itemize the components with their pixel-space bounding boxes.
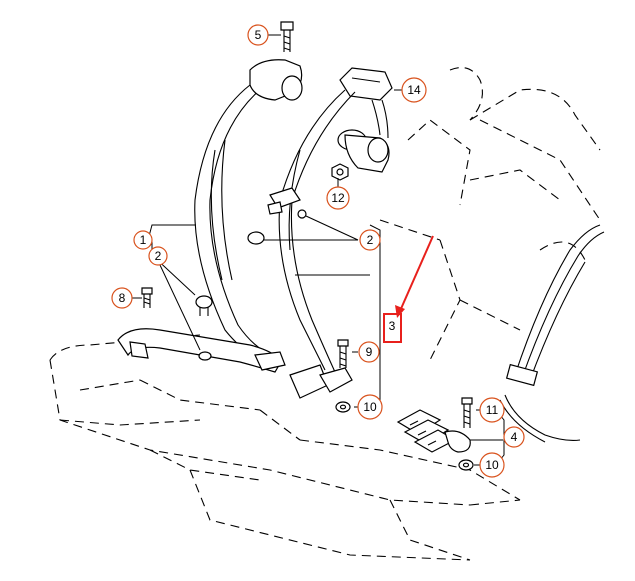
callout-14-label: 14 <box>407 83 421 97</box>
outer-seat-belt-right <box>499 224 605 443</box>
callout-4-label: 4 <box>511 430 518 444</box>
highlight-arrow <box>395 235 434 318</box>
callout-4: 4 <box>503 426 525 448</box>
callout-1-label: 1 <box>140 233 147 247</box>
three-point-belt-left <box>117 59 303 373</box>
callout-14: 14 <box>401 77 427 103</box>
callout-2-left-label: 2 <box>155 249 162 263</box>
callout-2-right-label: 2 <box>367 233 374 247</box>
callout-1: 1 <box>133 230 153 250</box>
callout-2-right: 2 <box>359 229 381 251</box>
callout-10-lower-label: 10 <box>485 458 499 472</box>
callout-10-upper-label: 10 <box>363 400 377 414</box>
centre-belt-assembly <box>267 67 393 399</box>
callout-2-left: 2 <box>148 246 168 266</box>
callout-12-label: 12 <box>331 191 345 205</box>
callout-12: 12 <box>326 186 350 210</box>
highlight-box <box>383 313 402 343</box>
callout-5-label: 5 <box>255 28 262 42</box>
callout-11: 11 <box>479 397 505 423</box>
callout-10-upper: 10 <box>357 394 383 420</box>
callout-5: 5 <box>247 24 269 46</box>
callout-10-lower: 10 <box>479 452 505 478</box>
callout-3-label: 3 <box>389 319 396 333</box>
callout-8-label: 8 <box>119 291 126 305</box>
rear-seat-outline <box>49 67 601 561</box>
callout-9-label: 9 <box>366 345 373 359</box>
fasteners <box>141 21 474 471</box>
callout-8: 8 <box>111 287 133 309</box>
callout-11-label: 11 <box>486 403 499 417</box>
callout-9: 9 <box>358 341 380 363</box>
callout-3: 3 <box>389 319 396 333</box>
